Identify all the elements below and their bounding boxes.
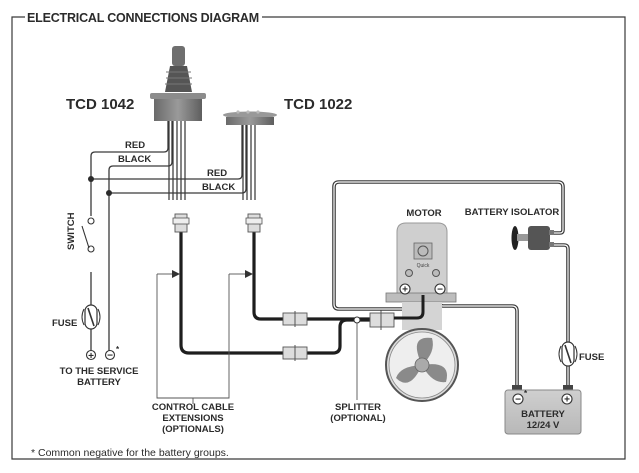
battery-label-2: 12/24 V [527, 420, 560, 431]
wire-label-red-2: RED [207, 168, 227, 179]
control-cables [179, 232, 380, 355]
fuse-left-symbol [81, 304, 101, 330]
footnote: * Common negative for the battery groups… [31, 447, 229, 459]
svg-text:*: * [524, 389, 528, 398]
switch-label: SWITCH [66, 212, 77, 250]
joystick-tcd1042 [150, 46, 206, 200]
extension-connector-1 [282, 311, 308, 327]
extension-connector-2 [282, 345, 308, 361]
splitter-label-2: (OPTIONAL) [330, 413, 385, 424]
service-minus-icon: − [107, 351, 113, 362]
motor-plus-terminal: + [399, 283, 411, 296]
wire-label-red-1: RED [125, 140, 145, 151]
service-battery-label-2: BATTERY [77, 377, 121, 388]
fuse-right-label: FUSE [579, 352, 604, 363]
svg-text:+: + [402, 285, 408, 296]
panel-label: TCD 1022 [284, 96, 352, 113]
svg-text:−: − [515, 395, 521, 406]
splitter-label-1: SPLITTER [335, 402, 381, 413]
control-cable-label-1: CONTROL CABLE [152, 402, 234, 413]
wire-label-black-2: BLACK [202, 182, 235, 193]
fuse-left-label: FUSE [52, 318, 77, 329]
control-cable-label-2: EXTENSIONS [162, 413, 223, 424]
joystick-label: TCD 1042 [66, 96, 134, 113]
service-battery-terminals: + − * [85, 345, 120, 362]
battery-minus-terminal: − * [512, 389, 528, 406]
device-connector-1 [172, 213, 190, 233]
diagram-frame [11, 16, 626, 460]
panel-tcd1022 [223, 110, 277, 200]
battery-plus-terminal: + [561, 393, 573, 406]
svg-text:Quick: Quick [417, 263, 430, 269]
svg-text:+: + [564, 395, 570, 406]
power-wires [88, 121, 247, 353]
battery-label-1: BATTERY [521, 409, 565, 420]
diagram-title: ELECTRICAL CONNECTIONS DIAGRAM [27, 11, 259, 25]
switch-symbol [81, 216, 96, 272]
service-asterisk: * [116, 345, 120, 354]
battery-isolator [511, 226, 554, 250]
motor: Quick [385, 222, 459, 402]
service-plus-icon: + [88, 351, 94, 362]
splitter-connector [369, 310, 395, 330]
device-connector-2 [245, 213, 263, 233]
motor-minus-terminal: − [434, 283, 446, 296]
fuse-right-symbol [558, 341, 578, 367]
isolator-label: BATTERY ISOLATOR [465, 207, 560, 218]
wire-label-black-1: BLACK [118, 154, 151, 165]
service-battery-label-1: TO THE SERVICE [60, 366, 139, 377]
motor-label: MOTOR [406, 208, 441, 219]
svg-text:−: − [437, 285, 443, 296]
control-cable-label-3: (OPTIONALS) [162, 424, 224, 435]
control-cable-callout [156, 270, 253, 404]
